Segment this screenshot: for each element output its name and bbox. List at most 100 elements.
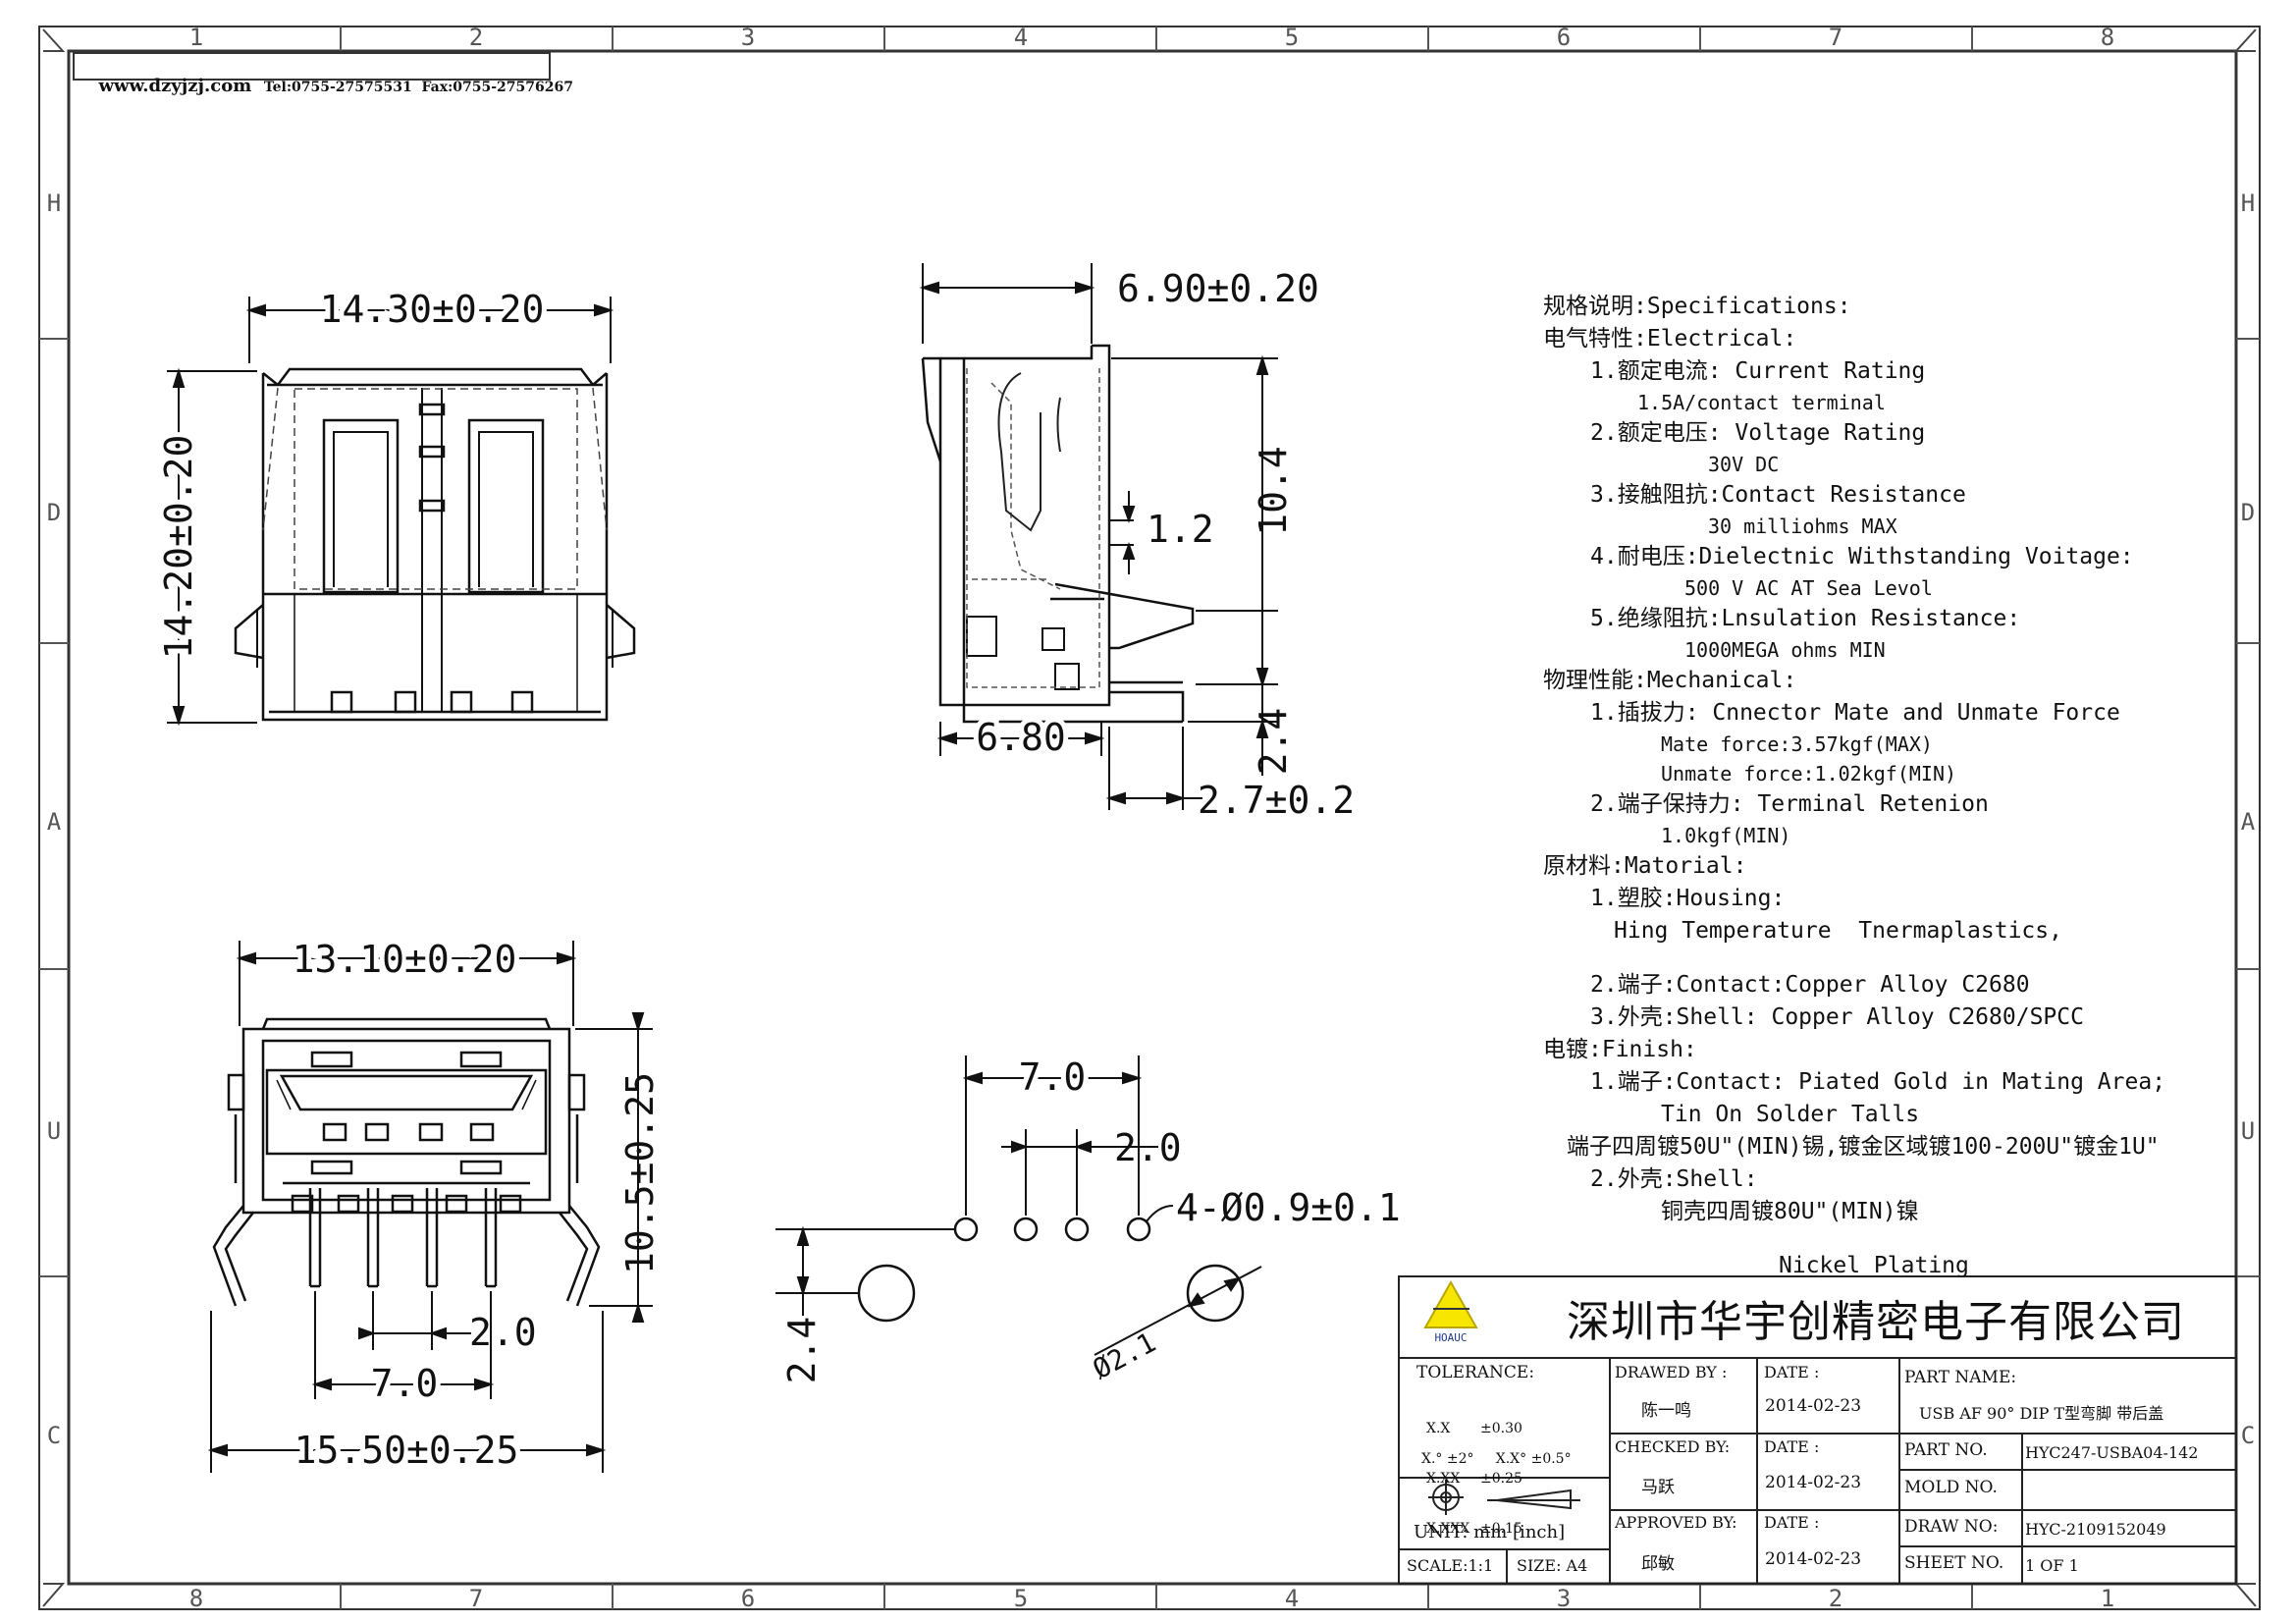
pcb-dimensions — [775, 1056, 1262, 1356]
side-dimensions — [919, 263, 1278, 810]
col-label-bottom: 4 — [1285, 1585, 1299, 1612]
checked-by-label: CHECKED BY: — [1615, 1437, 1731, 1456]
dim-side-pin: 2.4 — [1252, 708, 1295, 776]
spec-line: 1000MEGA ohms MIN — [1684, 638, 1886, 662]
spec-line: 原材料:Matorial: — [1543, 853, 1747, 879]
col-label-top: 3 — [741, 24, 755, 51]
date-checked: 2014-02-23 — [1765, 1473, 1862, 1492]
row-label-left: A — [47, 808, 62, 836]
dim-bottom-span: 7.0 — [371, 1362, 439, 1405]
col-label-bottom: 2 — [1829, 1585, 1842, 1612]
col-label-bottom: 6 — [741, 1585, 755, 1612]
approved-by-label: APPROVED BY: — [1615, 1513, 1737, 1532]
pcb-layout — [857, 1217, 1245, 1323]
col-label-top: 5 — [1285, 24, 1299, 51]
spec-line: 4.耐电压:Dielectnic Withstanding Voitage: — [1590, 544, 2134, 569]
row-label-right: A — [2241, 808, 2256, 836]
part-no-label: PART NO. — [1904, 1440, 1988, 1460]
date-drawn: 2014-02-23 — [1765, 1396, 1862, 1416]
col-label-top: 8 — [2101, 24, 2114, 51]
row-label-left: U — [47, 1117, 61, 1145]
side-view — [921, 344, 1195, 724]
spec-line: 1.5A/contact terminal — [1637, 391, 1886, 414]
dim-front-height: 14.20±0.20 — [157, 435, 200, 660]
spec-line: 规格说明:Specifications: — [1543, 294, 1851, 319]
front-dimensions — [167, 297, 614, 727]
title-block — [1398, 1275, 2237, 1585]
inner-border — [67, 49, 2238, 1586]
draw-no: HYC-2109152049 — [2025, 1520, 2166, 1539]
spec-line — [1543, 947, 2230, 969]
part-name-label: PART NAME: — [1904, 1368, 2017, 1387]
angle-tolerance: X.° ±2° X.X° ±0.5° — [1421, 1451, 1572, 1467]
checked-by: 马跃 — [1641, 1478, 1675, 1497]
scale: SCALE:1:1 — [1407, 1556, 1494, 1575]
spec-line: 1.塑胶:Housing: — [1590, 886, 1786, 911]
dim-side-gap: 1.2 — [1147, 508, 1214, 551]
logo-text: HOAUC — [1434, 1331, 1467, 1344]
spec-line: 2.端子保持力: Terminal Retenion — [1590, 791, 1989, 817]
size: SIZE: A4 — [1517, 1556, 1588, 1575]
col-label-top: 2 — [469, 24, 483, 51]
col-label-bottom: 7 — [469, 1585, 483, 1612]
part-name: USB AF 90° DIP T型弯脚 带后盖 — [1919, 1404, 2164, 1423]
spec-line: 2.外壳:Shell: — [1590, 1166, 1758, 1192]
spec-line: 2.额定电压: Voltage Rating — [1590, 420, 1926, 446]
spec-line: Tin On Solder Talls — [1661, 1102, 1920, 1127]
dim-side-height: 10.4 — [1252, 446, 1295, 536]
spec-line — [1543, 1228, 2230, 1250]
col-label-top: 1 — [189, 24, 203, 51]
mold-no-label: MOLD NO. — [1904, 1478, 1998, 1497]
col-label-top: 6 — [1557, 24, 1571, 51]
spec-line: 电镀:Finish: — [1543, 1037, 1697, 1062]
bottom-view — [212, 1017, 601, 1307]
website-url: www.dzyjzj.com — [98, 76, 252, 96]
col-label-top: 4 — [1014, 24, 1028, 51]
unit: UNIT: mm [inch] — [1414, 1522, 1566, 1543]
spec-line: 3.外壳:Shell: Copper Alloy C2680/SPCC — [1590, 1004, 2084, 1030]
spec-line: 铜壳四周镀80U"(MIN)镍 — [1661, 1199, 1919, 1224]
dim-bottom-width: 15.50±0.25 — [294, 1429, 519, 1472]
date-label: DATE : — [1764, 1513, 1820, 1532]
spec-line: 5.绝缘阻抗:Lnsulation Resistance: — [1590, 606, 2021, 631]
row-label-right: H — [2241, 189, 2255, 217]
col-label-bottom: 5 — [1014, 1585, 1028, 1612]
row-label-right: C — [2241, 1422, 2255, 1449]
dim-side-base: 6.80 — [976, 716, 1066, 759]
logo: HOAUC — [1423, 1279, 1478, 1344]
date-label: DATE : — [1764, 1437, 1820, 1456]
part-no: HYC247-USBA04-142 — [2025, 1443, 2199, 1462]
spec-line: Unmate force:1.02kgf(MIN) — [1661, 762, 1957, 785]
dim-pcb-span: 7.0 — [1019, 1056, 1087, 1099]
spec-line: 1.额定电流: Current Rating — [1590, 358, 1926, 384]
draw-no-label: DRAW NO: — [1904, 1517, 1999, 1537]
col-label-bottom: 1 — [2101, 1585, 2114, 1612]
spec-line: 端子四周镀50U"(MIN)锡,镀金区域镀100-200U"镀金1U" — [1567, 1134, 2160, 1160]
spec-line: 1.0kgf(MIN) — [1661, 824, 1791, 847]
tel-fax: Tel:0755-27575531 Fax:0755-27576267 — [263, 80, 573, 95]
tol-row: X.XX±0.25 — [1426, 1471, 1522, 1487]
spec-line: 1.端子:Contact: Piated Gold in Mating Area… — [1590, 1069, 2166, 1095]
dim-front-width: 14.30±0.20 — [320, 288, 545, 331]
row-label-left: C — [47, 1422, 61, 1449]
tolerance-label: TOLERANCE: — [1416, 1363, 1535, 1382]
drawn-by: 陈一鸣 — [1641, 1401, 1691, 1421]
sheet-no: 1 OF 1 — [2025, 1556, 2079, 1575]
side-view-hidden-lines — [966, 368, 1100, 688]
dim-pcb-big-hole: Ø2.1 — [1088, 1326, 1161, 1385]
row-label-left: D — [47, 499, 61, 526]
col-label-bottom: 3 — [1557, 1585, 1571, 1612]
spec-line: 1.插拔力: Cnnector Mate and Unmate Force — [1590, 700, 2120, 726]
header-contact: www.dzyjzj.com Tel:0755-27575531 Fax:075… — [86, 55, 573, 96]
spec-line: 500 V AC AT Sea Levol — [1684, 576, 1933, 600]
dim-bottom-pitch: 2.0 — [469, 1311, 537, 1354]
dim-pcb-pitch: 2.0 — [1114, 1126, 1182, 1169]
spec-line: Mate force:3.57kgf(MAX) — [1661, 732, 1933, 756]
tol-row: X.XXX±0.15 — [1426, 1521, 1522, 1537]
side-view-contact — [997, 372, 1061, 532]
spec-line: 2.端子:Contact:Copper Alloy C2680 — [1590, 972, 2030, 998]
specifications: 规格说明:Specifications:电气特性:Electrical:1.额定… — [1543, 291, 2230, 1282]
bottom-dimensions — [207, 941, 653, 1473]
dim-side-width: 6.90±0.20 — [1117, 267, 1319, 310]
